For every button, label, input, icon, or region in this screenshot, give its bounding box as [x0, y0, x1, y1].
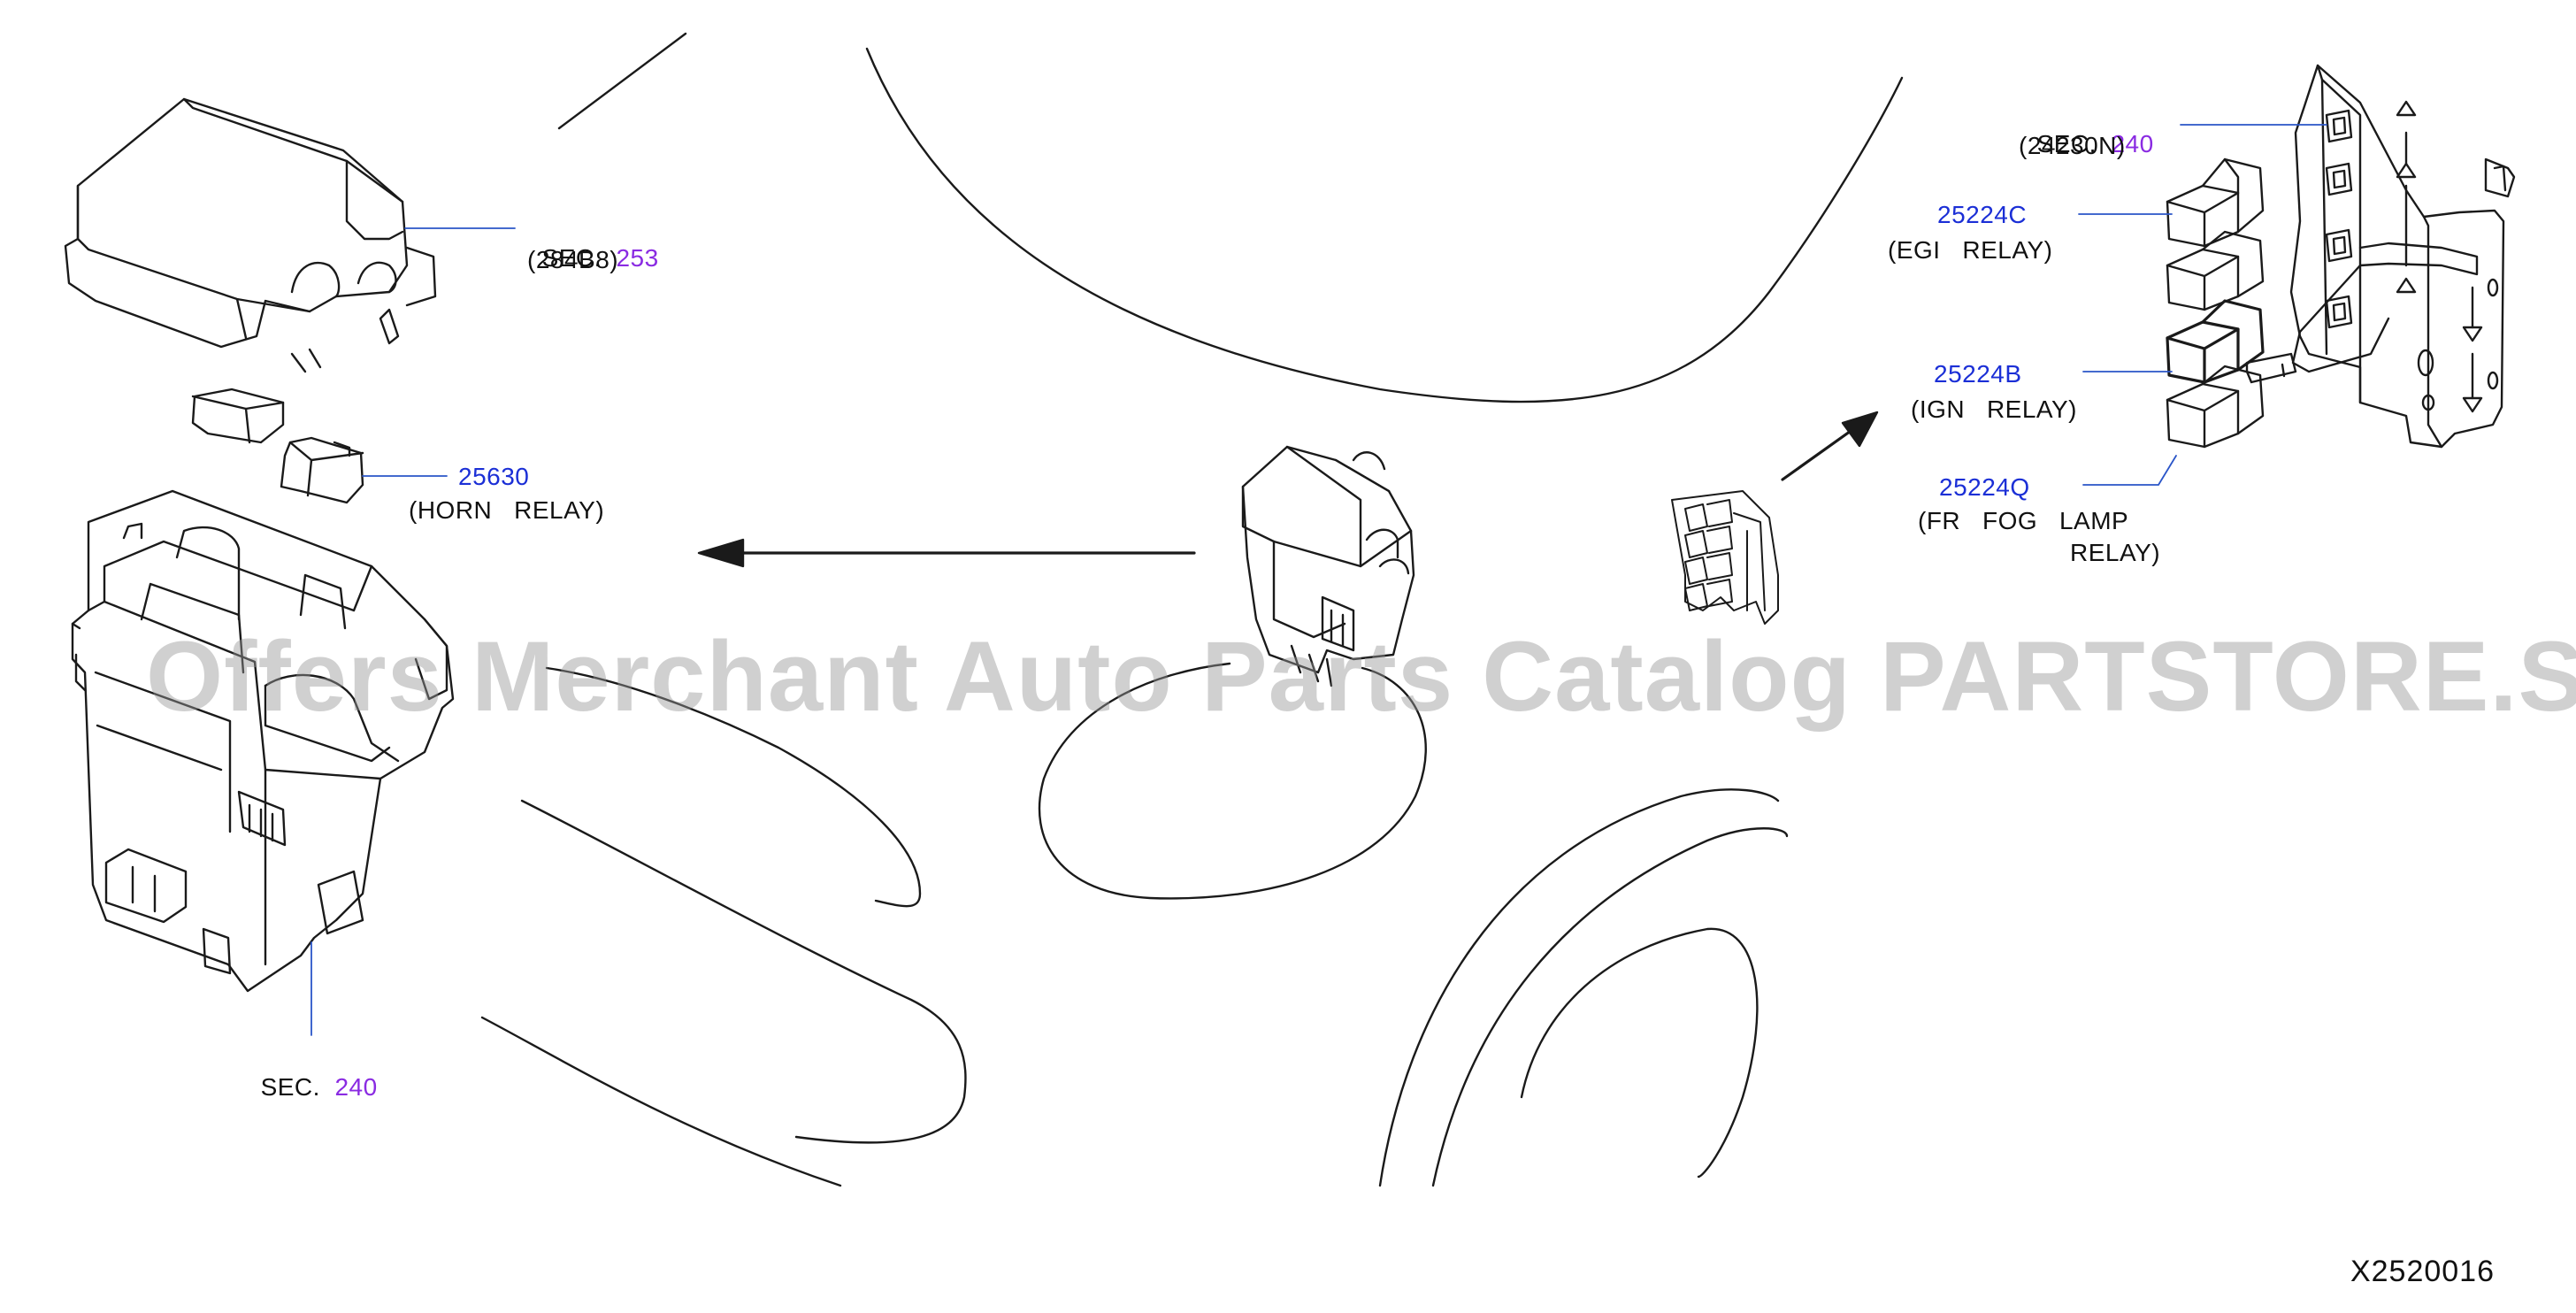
sec-prefix: SEC. — [2036, 130, 2097, 157]
section-number-link[interactable]: 253 — [616, 244, 659, 272]
relay-bracket — [2245, 64, 2516, 449]
fuse-relay-box — [71, 489, 455, 993]
callout-sec-253-part: (284B8) — [527, 246, 619, 273]
fog-lamp-relay-name-line1: (FR FOG LAMP — [1918, 507, 2129, 534]
callout-sec-253[interactable]: SEC. 253 — [527, 213, 659, 273]
direction-arrows — [697, 411, 1879, 568]
vehicle-body-outline — [480, 32, 1904, 1187]
engine-room-fuse-box — [1241, 445, 1415, 687]
ign-relay-part-number[interactable]: 25224B — [1934, 360, 2022, 388]
callout-sec-240-upper[interactable]: SEC. 240 — [2022, 99, 2154, 159]
horn-relay-part — [280, 436, 364, 504]
callout-sec-240-part: (24230N) — [2019, 132, 2126, 159]
diagram-code: X2520016 — [2350, 1255, 2495, 1288]
loose-relay-small — [191, 388, 285, 444]
fog-lamp-relay-name-line2: RELAY) — [2070, 539, 2161, 566]
callout-sec-240-lower[interactable]: SEC. 240 — [246, 1042, 378, 1102]
sec-prefix: SEC. — [260, 1073, 320, 1101]
horn-relay-part-number[interactable]: 25630 — [458, 463, 530, 490]
leader-lines — [310, 124, 2327, 1036]
fog-lamp-relay-part-number[interactable]: 25224Q — [1939, 473, 2030, 501]
ign-relay-name: (IGN RELAY) — [1911, 395, 2078, 423]
fuse-box-cover — [64, 97, 437, 373]
egi-relay-part-number[interactable]: 25224C — [1937, 201, 2028, 228]
watermark: Offers Merchant Auto Parts Catalog PARTS… — [146, 621, 2576, 732]
horn-relay-name: (HORN RELAY) — [409, 496, 605, 524]
relay-bracket-thumbnail — [1671, 490, 1779, 625]
section-number-link[interactable]: 240 — [2111, 130, 2154, 157]
egi-relay-name: (EGI RELAY) — [1888, 236, 2053, 264]
relay-stack — [2166, 157, 2265, 449]
section-number-link[interactable]: 240 — [334, 1073, 378, 1101]
sec-prefix: SEC. — [541, 244, 602, 272]
